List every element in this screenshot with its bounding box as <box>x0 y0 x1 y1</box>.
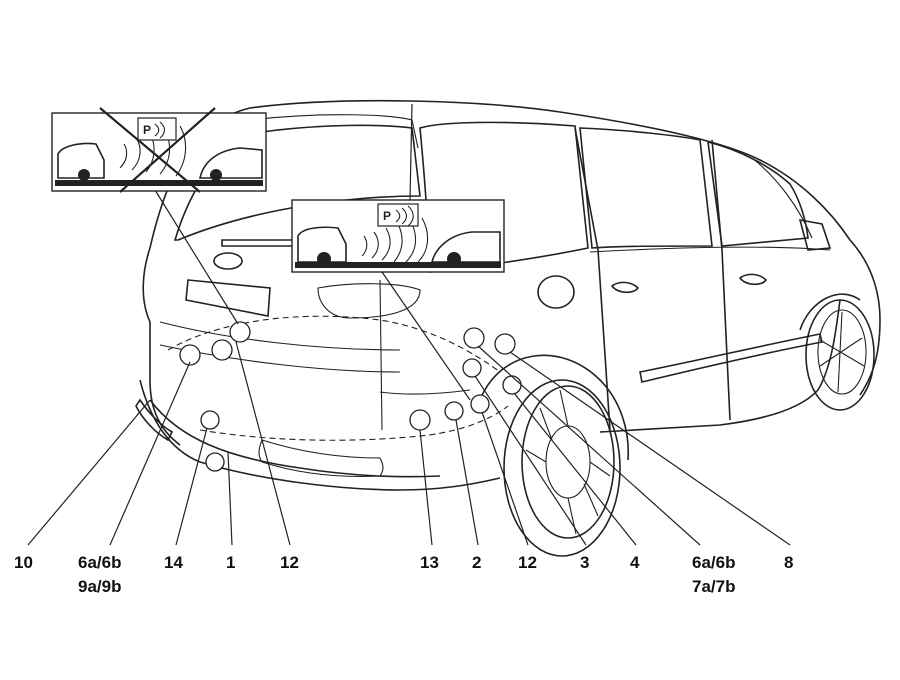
callout-9a9b: 9a/9b <box>78 577 121 596</box>
sensor-marker-8 <box>494 333 516 355</box>
sensor-marker-6a-left <box>179 344 201 366</box>
cross-mark <box>99 107 201 193</box>
sensor-marker-13 <box>409 409 431 431</box>
sensor-marker-3 <box>462 358 482 378</box>
parking-sensor-icon <box>377 203 419 227</box>
sensor-marker-6a-right <box>463 327 485 349</box>
callout-labels: 10 6a/6b 9a/9b 14 1 12 13 2 12 3 4 6a/6b… <box>14 553 793 596</box>
parking-sensor-icon <box>137 117 177 141</box>
inset-crossed-sensor-label: P <box>143 123 151 137</box>
sensor-marker-12-left <box>229 321 251 343</box>
sensor-marker-12-right <box>470 394 490 414</box>
callout-7a7b: 7a/7b <box>692 577 735 596</box>
callout-2: 2 <box>472 553 481 572</box>
sensor-marker-1 <box>205 452 225 472</box>
sensor-marker-upper-left <box>211 339 233 361</box>
leader-lines <box>27 103 791 546</box>
cross-mark <box>119 107 216 193</box>
inset-crossed-out: P <box>51 107 267 193</box>
sensor-markers <box>179 321 522 472</box>
callout-10: 10 <box>14 553 33 572</box>
sensor-marker-14 <box>200 410 220 430</box>
callout-8: 8 <box>784 553 793 572</box>
callout-6a6b-left: 6a/6b <box>78 553 121 572</box>
callout-14: 14 <box>164 553 183 572</box>
callout-12-left: 12 <box>280 553 299 572</box>
inset-active: P <box>291 199 505 273</box>
callout-6a6b-right: 6a/6b <box>692 553 735 572</box>
sensor-marker-4 <box>502 375 522 395</box>
callout-3: 3 <box>580 553 589 572</box>
sensor-marker-2 <box>444 401 464 421</box>
callout-13: 13 <box>420 553 439 572</box>
callout-12-right: 12 <box>518 553 537 572</box>
callout-1: 1 <box>226 553 235 572</box>
inset-active-sensor-label: P <box>383 209 391 223</box>
callout-4: 4 <box>630 553 640 572</box>
